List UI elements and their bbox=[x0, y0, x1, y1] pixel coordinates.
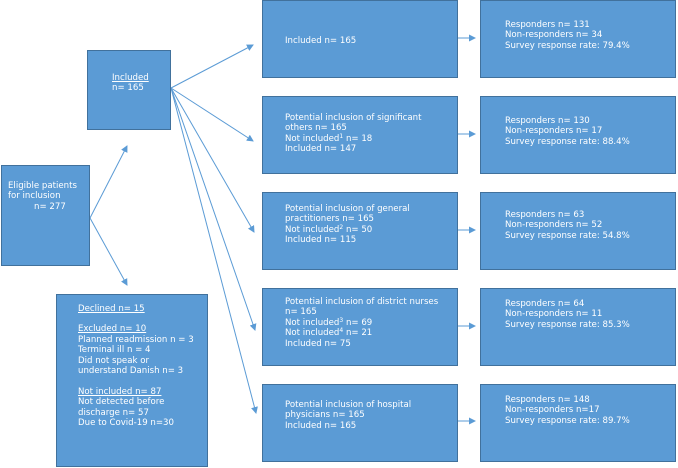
group-line: Potential inclusion of general bbox=[285, 204, 410, 214]
arrow-included-to-group1 bbox=[170, 44, 254, 89]
eligible-patients-box: Eligible patients for inclusion n= 277 bbox=[1, 165, 90, 266]
eligible-label-line1: Eligible patients bbox=[8, 181, 77, 191]
not-included-line: Not included4 n= 21 bbox=[285, 327, 438, 339]
not-included-reason: Not detected before bbox=[78, 397, 165, 408]
footnote-marker: 1 bbox=[339, 132, 344, 140]
response-rate: Survey response rate: 54.8% bbox=[505, 230, 630, 241]
arrow-eligible-to-declined bbox=[89, 217, 128, 286]
eligible-label-line2: for inclusion bbox=[8, 191, 61, 202]
group-line: Potential inclusion of hospital bbox=[285, 400, 412, 410]
declined-count: Declined n= 15 bbox=[78, 304, 145, 314]
responses-box-significant-others: Responders n= 130 Non-responders n= 17 S… bbox=[480, 96, 676, 174]
not-included-label: Not included bbox=[285, 133, 340, 144]
excluded-reason: Terminal ill n = 4 bbox=[78, 345, 151, 356]
not-included-line: Not included1 n= 18 bbox=[285, 132, 421, 144]
arrow-included-to-group2 bbox=[170, 87, 254, 142]
group-line: physicians n= 165 bbox=[285, 410, 365, 421]
response-rate: Survey response rate: 89.7% bbox=[505, 415, 630, 426]
non-responders-count: Non-responders n= 52 bbox=[505, 220, 603, 231]
responders-count: Responders n= 63 bbox=[505, 210, 585, 220]
responses-box-district-nurses: Responders n= 64 Non-responders n= 11 Su… bbox=[480, 288, 676, 366]
non-responders-count: Non-responders n= 34 bbox=[505, 30, 603, 41]
not-included-label: Not included bbox=[285, 224, 340, 235]
group-line: Potential inclusion of significant bbox=[285, 113, 422, 123]
footnote-marker: 4 bbox=[339, 327, 344, 335]
arrow-eligible-to-included bbox=[89, 145, 128, 219]
group-line: n= 165 bbox=[285, 307, 317, 318]
response-rate: Survey response rate: 79.4% bbox=[505, 40, 630, 51]
not-included-label: Not included bbox=[285, 317, 340, 328]
not-included-count: Not included n= 87 bbox=[78, 386, 162, 397]
group-line: Included n= 147 bbox=[285, 144, 357, 155]
arrow-included-to-group5 bbox=[170, 87, 258, 414]
group-box-hospital-physicians: Potential inclusion of hospital physicia… bbox=[262, 384, 458, 462]
responses-box-included: Responders n= 131 Non-responders n= 34 S… bbox=[480, 0, 676, 78]
not-included-count: n= 69 bbox=[343, 317, 373, 328]
group-line: others n= 165 bbox=[285, 123, 347, 134]
group-line: Included n= 165 bbox=[285, 420, 357, 431]
non-responders-count: Non-responders n= 11 bbox=[505, 309, 603, 320]
included-count: n= 165 bbox=[112, 83, 144, 94]
group-box-included: Included n= 165 bbox=[262, 0, 458, 78]
excluded-reason: Planned readmission n = 3 bbox=[78, 334, 194, 345]
responses-box-general-practitioners: Responders n= 63 Non-responders n= 52 Su… bbox=[480, 192, 676, 270]
responders-count: Responders n= 130 bbox=[505, 116, 590, 126]
responders-count: Responders n= 148 bbox=[505, 395, 590, 405]
not-included-count: n= 18 bbox=[343, 133, 373, 144]
non-responders-count: Non-responders n= 17 bbox=[505, 126, 603, 137]
non-responders-count: Non-responders n=17 bbox=[505, 405, 600, 416]
response-rate: Survey response rate: 85.3% bbox=[505, 319, 630, 330]
group-line: Potential inclusion of district nurses bbox=[285, 297, 439, 307]
group-box-significant-others: Potential inclusion of significant other… bbox=[262, 96, 458, 174]
footnote-marker: 2 bbox=[339, 223, 344, 231]
excluded-reason: understand Danish n= 3 bbox=[78, 366, 184, 377]
not-included-label: Not included bbox=[285, 328, 340, 339]
group-line: practitioners n= 165 bbox=[285, 214, 375, 225]
group-box-district-nurses: Potential inclusion of district nurses n… bbox=[262, 288, 458, 366]
group-box-general-practitioners: Potential inclusion of general practitio… bbox=[262, 192, 458, 270]
response-rate: Survey response rate: 88.4% bbox=[505, 136, 630, 147]
declined-box: Declined n= 15 Excluded n= 10 Planned re… bbox=[56, 294, 208, 467]
group-line: Included n= 115 bbox=[285, 235, 357, 246]
arrow-included-to-group4 bbox=[170, 87, 257, 331]
eligible-count: n= 277 bbox=[34, 201, 66, 212]
not-included-count: n= 50 bbox=[343, 224, 373, 235]
arrow-included-to-group3 bbox=[170, 87, 255, 233]
included-box: Included n= 165 bbox=[87, 50, 171, 130]
not-included-count: n= 21 bbox=[343, 328, 373, 339]
excluded-reason: Did not speak or bbox=[78, 355, 149, 366]
not-included-reason: Due to Covid-19 n=30 bbox=[78, 418, 174, 429]
footnote-marker: 3 bbox=[339, 316, 344, 324]
responders-count: Responders n= 64 bbox=[505, 299, 585, 309]
responses-box-hospital-physicians: Responders n= 148 Non-responders n=17 Su… bbox=[480, 384, 676, 462]
group-line: Included n= 75 bbox=[285, 338, 351, 349]
group-line: Included n= 165 bbox=[285, 36, 357, 46]
not-included-line: Not included2 n= 50 bbox=[285, 223, 410, 235]
responders-count: Responders n= 131 bbox=[505, 20, 590, 30]
included-title: Included bbox=[112, 73, 149, 83]
not-included-reason: discharge n= 57 bbox=[78, 407, 149, 418]
excluded-count: Excluded n= 10 bbox=[78, 324, 147, 335]
not-included-line: Not included3 n= 69 bbox=[285, 316, 438, 328]
